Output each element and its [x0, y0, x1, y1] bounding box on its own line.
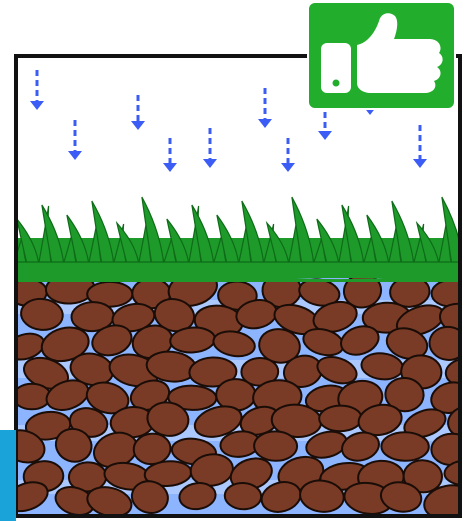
- stone: [381, 432, 429, 461]
- accent-strip: [0, 430, 16, 521]
- stone: [319, 405, 362, 431]
- stone: [13, 384, 50, 410]
- stone: [224, 482, 262, 510]
- stone-layer: [0, 266, 466, 521]
- thumbs-up-icon: [309, 3, 454, 108]
- thumbs-up-badge: [309, 3, 454, 108]
- stone: [254, 431, 298, 461]
